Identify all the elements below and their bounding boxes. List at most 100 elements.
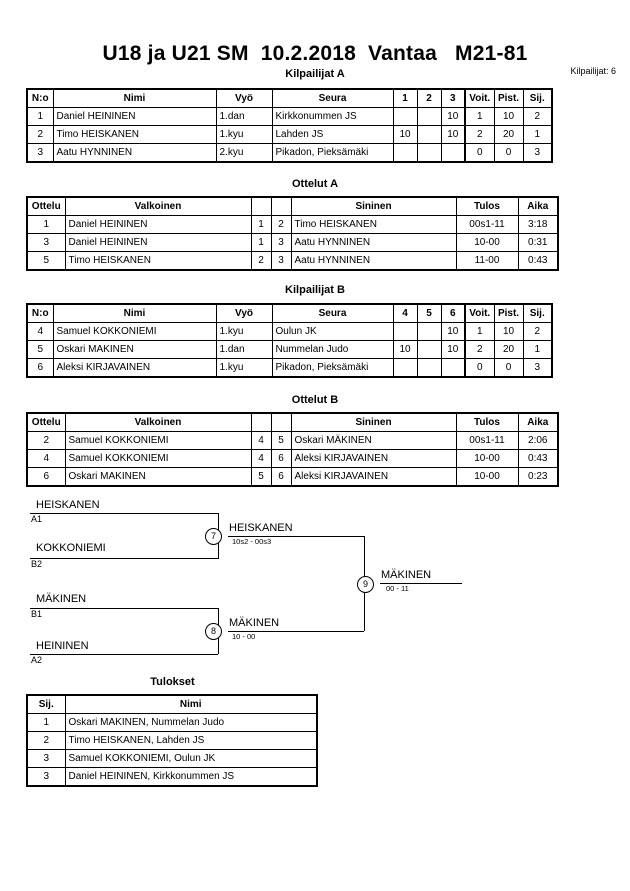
bracket-entry-seed-1: A1 xyxy=(31,514,43,524)
cell-club: Nummelan Judo xyxy=(271,340,394,359)
elimination-bracket: HEISKANEN A1 KOKKONIEMI B2 7 HEISKANEN 1… xyxy=(0,495,630,670)
cell-white-name: Samuel KOKKONIEMI xyxy=(64,431,252,450)
col-belt: Vyö xyxy=(215,88,273,108)
col-belt: Vyö xyxy=(215,303,273,323)
cell-belt: 1.dan xyxy=(215,340,273,359)
col-opp-3: 3 xyxy=(440,88,466,108)
bracket-line xyxy=(228,631,364,632)
cell-name: Aleksi KIRJAVAINEN xyxy=(52,358,217,378)
cell-club: Kirkkonummen JS xyxy=(271,107,394,126)
col-match-no: Ottelu xyxy=(26,196,66,216)
col-wins: Voit. xyxy=(464,303,495,323)
cell-belt: 1.dan xyxy=(215,107,273,126)
col-white-no xyxy=(250,412,272,432)
cell-wins: 1 xyxy=(464,107,495,126)
cell-score-2 xyxy=(416,107,442,126)
col-rank: Sij. xyxy=(26,694,66,714)
col-opp-1: 1 xyxy=(392,88,418,108)
cell-result: 10-00 xyxy=(455,233,519,252)
cell-name: Oskari MAKINEN xyxy=(52,340,217,359)
cell-no: 2 xyxy=(26,125,54,144)
bracket-line xyxy=(228,536,364,537)
bracket-winner-semifinal-bottom: MÄKINEN xyxy=(229,617,280,629)
bracket-line xyxy=(30,558,218,559)
col-white-no xyxy=(250,196,272,216)
cell-blue-name: Timo HEISKANEN xyxy=(290,215,457,234)
cell-result: 10-00 xyxy=(455,449,519,468)
cell-rank: 1 xyxy=(522,125,553,144)
cell-time: 0:31 xyxy=(517,233,559,252)
col-name: Nimi xyxy=(52,303,217,323)
col-blue-no xyxy=(270,196,292,216)
cell-white-name: Daniel HEININEN xyxy=(64,233,252,252)
cell-result: 10-00 xyxy=(455,467,519,487)
cell-rank: 3 xyxy=(26,749,66,768)
cell-points: 20 xyxy=(493,125,524,144)
bracket-entry-seed-3: B1 xyxy=(31,609,43,619)
col-time: Aika xyxy=(517,412,559,432)
cell-wins: 1 xyxy=(464,322,495,341)
cell-name: Timo HEISKANEN, Lahden JS xyxy=(64,731,318,750)
cell-points: 10 xyxy=(493,322,524,341)
cell-belt: 1.kyu xyxy=(215,358,273,378)
col-no: N:o xyxy=(26,303,54,323)
cell-white-no: 2 xyxy=(250,251,272,271)
cell-time: 0:43 xyxy=(517,449,559,468)
cell-rank: 1 xyxy=(26,713,66,732)
bracket-line xyxy=(30,654,218,655)
cell-club: Lahden JS xyxy=(271,125,394,144)
cell-belt: 1.kyu xyxy=(215,322,273,341)
cell-blue-no: 3 xyxy=(270,251,292,271)
bracket-match-node-7: 7 xyxy=(205,528,222,545)
cell-wins: 0 xyxy=(464,143,495,163)
cell-score-2 xyxy=(416,358,442,378)
col-white: Valkoinen xyxy=(64,196,252,216)
cell-match-no: 2 xyxy=(26,431,66,450)
bracket-entry-seed-2: B2 xyxy=(31,559,43,569)
cell-score-2 xyxy=(416,125,442,144)
col-points: Pist. xyxy=(493,303,524,323)
cell-score-3 xyxy=(440,143,466,163)
table-header-row: Ottelu Valkoinen Sininen Tulos Aika xyxy=(26,412,559,432)
table-header-row: N:o Nimi Vyö Seura 1 2 3 Voit. Pist. Sij… xyxy=(26,88,553,108)
cell-belt: 2.kyu xyxy=(215,143,273,163)
bracket-line xyxy=(30,513,218,514)
cell-name: Oskari MAKINEN, Nummelan Judo xyxy=(64,713,318,732)
bracket-score-semifinal-top: 10s2 - 00s3 xyxy=(232,537,272,546)
cell-white-name: Oskari MAKINEN xyxy=(64,467,252,487)
cell-score-1: 10 xyxy=(392,340,418,359)
pool-b-table: N:o Nimi Vyö Seura 4 5 6 Voit. Pist. Sij… xyxy=(26,303,553,378)
page-title: U18 ja U21 SM 10.2.2018 Vantaa M21-81 xyxy=(102,42,528,65)
cell-name: Aatu HYNNINEN xyxy=(52,143,217,163)
cell-blue-name: Aatu HYNNINEN xyxy=(290,233,457,252)
cell-blue-name: Aatu HYNNINEN xyxy=(290,251,457,271)
bracket-entry-name-3: MÄKINEN xyxy=(36,593,87,605)
col-blue: Sininen xyxy=(290,412,457,432)
cell-score-1 xyxy=(392,143,418,163)
cell-name: Samuel KOKKONIEMI, Oulun JK xyxy=(64,749,318,768)
cell-wins: 2 xyxy=(464,340,495,359)
bracket-line xyxy=(380,583,462,584)
cell-score-3: 10 xyxy=(440,322,466,341)
section-heading-matches-a: Ottelut A xyxy=(291,178,339,190)
cell-score-2 xyxy=(416,143,442,163)
cell-result: 00s1-11 xyxy=(455,431,519,450)
bracket-winner-final: MÄKINEN xyxy=(381,569,432,581)
cell-match-no: 5 xyxy=(26,251,66,271)
cell-score-2 xyxy=(416,340,442,359)
table-header-row: N:o Nimi Vyö Seura 4 5 6 Voit. Pist. Sij… xyxy=(26,303,553,323)
col-club: Seura xyxy=(271,88,394,108)
cell-points: 0 xyxy=(493,358,524,378)
bracket-winner-semifinal-top: HEISKANEN xyxy=(229,522,293,534)
